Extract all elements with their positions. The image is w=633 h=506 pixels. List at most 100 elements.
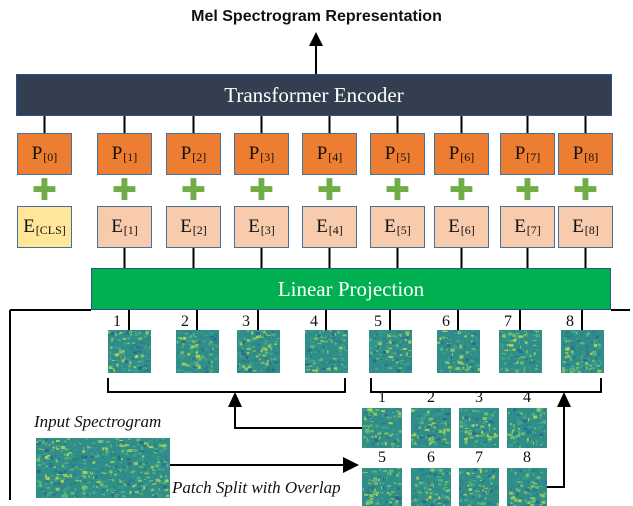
position-embedding-0-subscript: [0] [43,149,58,164]
diagram-title: Mel Spectrogram Representation [191,8,442,25]
plus-icon: ✚ [248,173,275,208]
patch-number-6: 6 [442,313,450,330]
patch-embedding-4: E[4] [302,206,357,248]
position-embedding-4: P[4] [302,133,357,175]
position-embedding-3: P[3] [234,133,289,175]
patch-embedding-4-base: E [316,216,328,237]
group-bracket-5-8 [370,378,602,393]
position-embedding-7: P[7] [500,133,555,175]
output-arrowhead [309,32,323,46]
position-embedding-0: P[0] [17,133,72,175]
split-patch-5 [362,468,402,506]
left-group-arrowhead [228,392,242,407]
patch-embedding-8: E[8] [558,206,613,248]
position-embedding-1: P[1] [97,133,152,175]
transformer-encoder: Transformer Encoder [16,74,612,116]
position-embedding-2: P[2] [166,133,221,175]
patch-embedding-5-subscript: [5] [396,222,411,237]
patch-embedding-4-subscript: [4] [328,222,343,237]
position-embedding-4-subscript: [4] [328,149,343,164]
patch-embedding-3-base: E [248,216,260,237]
spectrogram-patch-5 [369,330,412,373]
patch-embedding-2-subscript: [2] [192,222,207,237]
position-embedding-3-subscript: [3] [260,149,275,164]
patch-number-8: 8 [566,313,574,330]
cls-embedding: E[CLS] [17,206,72,248]
patch-embedding-2: E[2] [166,206,221,248]
patch-embedding-3: E[3] [234,206,289,248]
plus-icon: ✚ [31,173,58,208]
patch-embedding-5: E[5] [370,206,425,248]
plus-icon: ✚ [111,173,138,208]
position-embedding-3-base: P [248,143,260,164]
split-patch-4 [507,408,547,448]
position-embedding-5-subscript: [5] [396,149,411,164]
spectrogram-patch-6 [437,330,480,373]
split-number-2: 2 [427,389,435,406]
patch-embedding-8-subscript: [8] [584,222,599,237]
position-embedding-4-base: P [316,143,328,164]
patch-split-label: Patch Split with Overlap [172,478,341,497]
patch-number-1: 1 [113,313,121,330]
spectrogram-patch-7 [499,330,542,373]
split-number-1: 1 [378,389,386,406]
patch-embedding-8-base: E [572,216,584,237]
plus-icon: ✚ [448,173,475,208]
input-spectrogram [36,438,170,498]
cls-embedding-subscript: [CLS] [35,222,66,237]
patch-embedding-2-base: E [180,216,192,237]
patch-number-3: 3 [242,313,250,330]
split-patch-8 [507,468,547,506]
patch-embedding-6: E[6] [434,206,489,248]
patch-embedding-7: E[7] [500,206,555,248]
patch-number-4: 4 [310,313,318,330]
right-group-arrowhead [557,392,571,407]
split-number-7: 7 [475,449,483,466]
spectrogram-patch-8 [561,330,604,373]
patch-embedding-5-base: E [384,216,396,237]
cls-embedding-base: E [23,216,35,237]
patch-number-7: 7 [504,313,512,330]
position-embedding-8-base: P [572,143,584,164]
split-number-8: 8 [523,449,531,466]
patch-embedding-7-base: E [514,216,526,237]
split-patch-6 [411,468,451,506]
patch-embedding-7-subscript: [7] [526,222,541,237]
patch-number-5: 5 [374,313,382,330]
position-embedding-6-base: P [448,143,460,164]
position-embedding-7-subscript: [7] [526,149,541,164]
split-patch-1 [362,408,402,448]
spectrogram-patch-1 [108,330,151,373]
group-bracket-1-4 [107,378,346,393]
spectrogram-patch-2 [176,330,219,373]
position-embedding-8-subscript: [8] [584,149,599,164]
grid-to-right-group-arrow [546,405,565,488]
input-to-split-arrowhead [343,457,359,473]
patch-embedding-1: E[1] [97,206,152,248]
grid-to-left-group-arrow [234,405,362,429]
patch-embedding-1-subscript: [1] [123,222,138,237]
position-embedding-8: P[8] [558,133,613,175]
position-embedding-6-subscript: [6] [460,149,475,164]
split-patch-7 [459,468,499,506]
spectrogram-patch-4 [305,330,348,373]
plus-icon: ✚ [514,173,541,208]
position-embedding-0-base: P [31,143,43,164]
position-embedding-2-subscript: [2] [192,149,207,164]
plus-icon: ✚ [316,173,343,208]
split-number-5: 5 [378,449,386,466]
patch-embedding-1-base: E [111,216,123,237]
patch-embedding-3-subscript: [3] [260,222,275,237]
position-embedding-2-base: P [180,143,192,164]
linear-projection: Linear Projection [91,268,611,310]
position-embedding-6: P[6] [434,133,489,175]
input-spectrogram-label: Input Spectrogram [34,412,162,431]
plus-icon: ✚ [572,173,599,208]
position-embedding-1-base: P [111,143,123,164]
patch-number-2: 2 [181,313,189,330]
split-patch-3 [459,408,499,448]
position-embedding-5-base: P [384,143,396,164]
spectrogram-patch-3 [237,330,280,373]
